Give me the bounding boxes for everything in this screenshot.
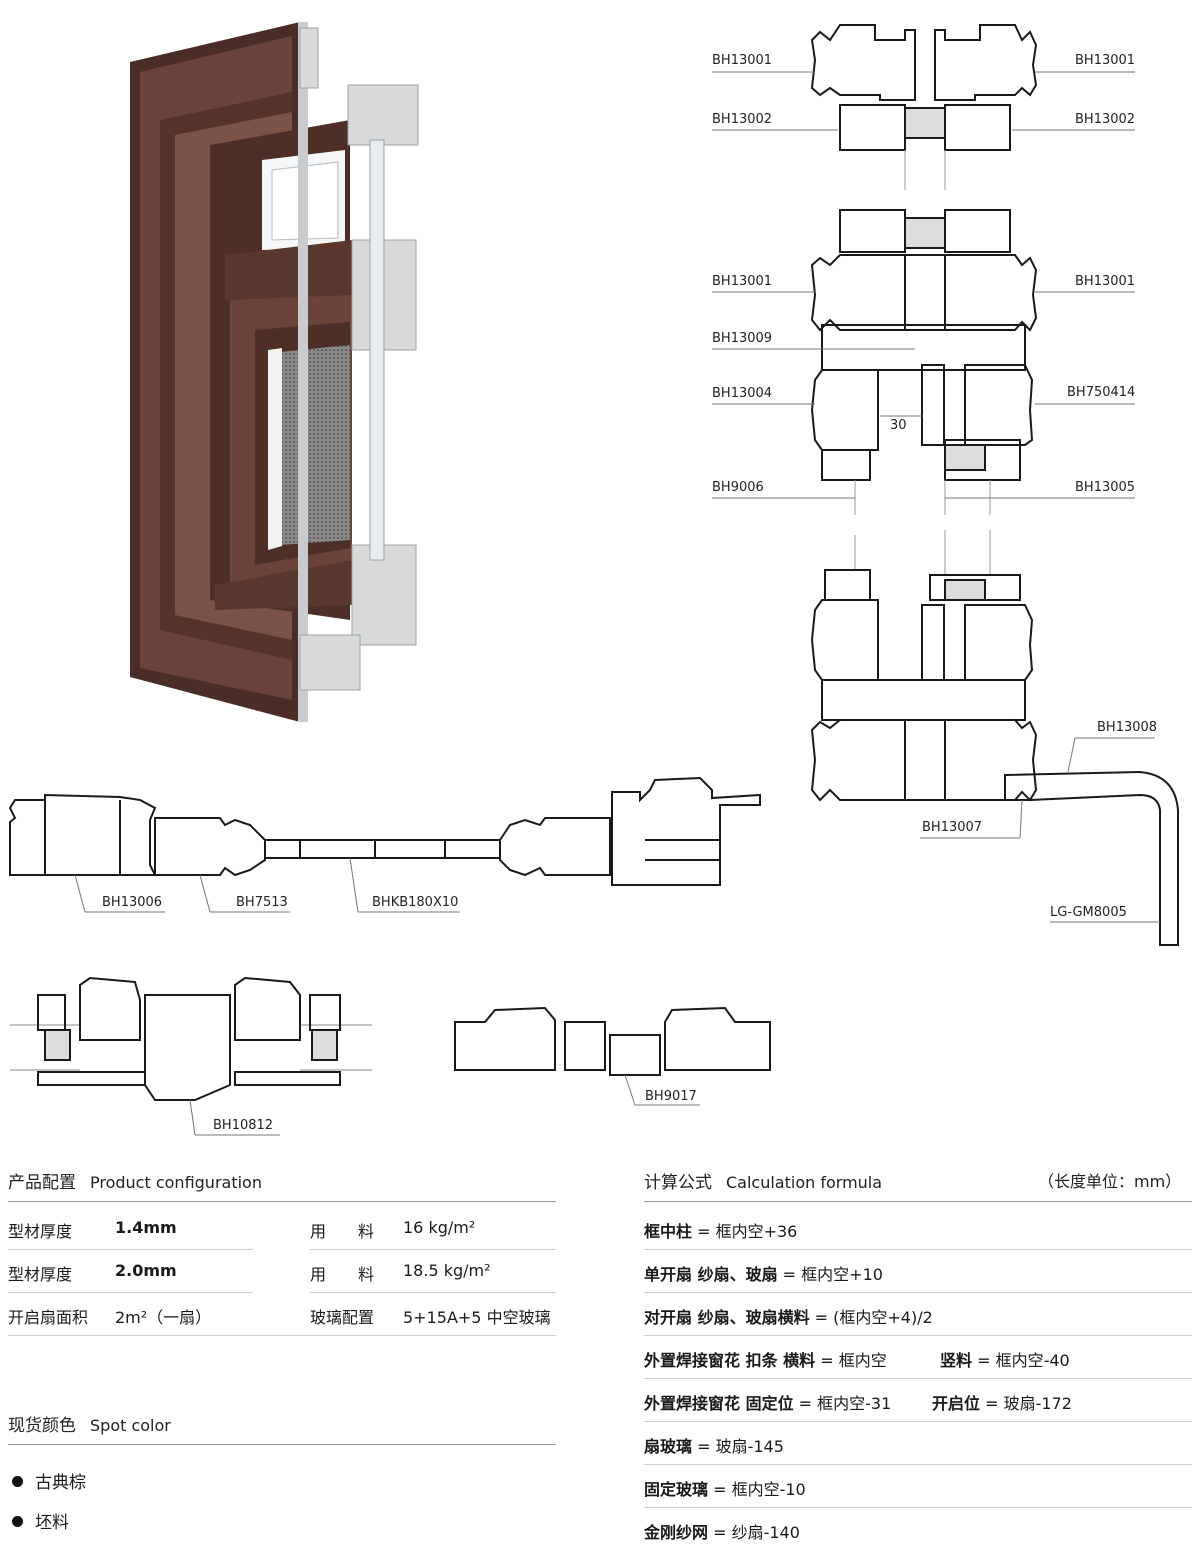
label-bh13009: BH13009	[712, 331, 773, 346]
formula-term: 对开扇 纱扇、玻扇横料	[644, 1308, 810, 1327]
config-row-2-key2: 用 料	[310, 1265, 375, 1284]
label-bh13006: BH13006	[102, 895, 163, 910]
config-row-3-value: 2m²（一扇）	[115, 1308, 212, 1327]
formula-row-4: 外置焊接窗花 扣条 横料 = 框内空	[644, 1347, 887, 1371]
config-row-rule	[8, 1249, 253, 1250]
label-bh750414: BH750414	[1067, 385, 1136, 400]
formula-term: 单开扇 纱扇、玻扇	[644, 1265, 778, 1284]
bullet-icon	[12, 1516, 23, 1527]
label-bh9006: BH9006	[712, 480, 764, 495]
formula-row-rule	[644, 1464, 1192, 1465]
formula-expr: = (框内空+4)/2	[809, 1308, 933, 1327]
label-bh13002-r: BH13002	[1075, 112, 1136, 127]
label-bh13001-tl: BH13001	[712, 53, 773, 68]
color-title-en: Spot color	[90, 1416, 171, 1435]
config-row-3-value2: 5+15A+5 中空玻璃	[403, 1308, 551, 1327]
formula-row-rule	[644, 1378, 1192, 1379]
config-row-1-key2: 用 料	[310, 1222, 375, 1241]
formula-expr: = 纱扇-140	[708, 1523, 800, 1542]
label-bh13001-mr: BH13001	[1075, 274, 1136, 289]
config-row-2-key: 型材厚度	[8, 1265, 73, 1284]
bottom-section	[10, 976, 372, 1101]
formula-row-5: 外置焊接窗花 固定位 = 框内空-31	[644, 1390, 891, 1414]
label-bh7513: BH7513	[236, 895, 288, 910]
formula-expr: = 框内空-40	[972, 1351, 1070, 1370]
color-title-cn: 现货颜色	[8, 1416, 76, 1436]
formula-expr: = 框内空+10	[777, 1265, 883, 1284]
formula-term: 外置焊接窗花 扣条 横料	[644, 1351, 816, 1370]
label-bhkb180x10: BHKB180X10	[372, 895, 459, 910]
formula-row-rule	[644, 1335, 1192, 1336]
formula-unit: （长度单位：mm）	[1038, 1172, 1182, 1191]
color-item-label: 古典棕	[35, 1473, 86, 1493]
formula-expr: = 框内空	[815, 1351, 887, 1370]
bh9017-section	[454, 1006, 771, 1076]
formula-row-3: 对开扇 纱扇、玻扇横料 = (框内空+4)/2	[644, 1304, 933, 1328]
label-bh13004: BH13004	[712, 386, 773, 401]
formula-term: 框中柱	[644, 1222, 693, 1241]
formula-term: 固定玻璃	[644, 1480, 709, 1499]
color-rule	[8, 1444, 556, 1445]
formula-expr: = 玻扇-172	[980, 1394, 1072, 1413]
formula-term: 开启位	[932, 1394, 981, 1413]
formula-term: 竖料	[940, 1351, 973, 1370]
formula-term: 外置焊接窗花 固定位	[644, 1394, 794, 1413]
color-item-blank: 坯料	[12, 1508, 69, 1533]
config-row-3-key2: 玻璃配置	[310, 1308, 375, 1327]
config-row-rule	[310, 1292, 556, 1293]
label-bh13008: BH13008	[1097, 720, 1158, 735]
config-row-rule	[8, 1335, 556, 1336]
dimension-30: 30	[890, 418, 907, 433]
label-bh13001-tr: BH13001	[1075, 53, 1136, 68]
config-row-1-value: 1.4mm	[115, 1218, 177, 1237]
formula-row-rule	[644, 1292, 1192, 1293]
formula-term: 金刚纱网	[644, 1523, 709, 1542]
vertical-section	[810, 24, 1179, 946]
formula-row-4-b: 竖料 = 框内空-40	[940, 1347, 1070, 1371]
formula-row-7: 固定玻璃 = 框内空-10	[644, 1476, 806, 1500]
horizontal-section	[8, 776, 761, 886]
config-title: 产品配置 Product configuration	[8, 1168, 262, 1193]
formula-row-1: 框中柱 = 框内空+36	[644, 1218, 797, 1242]
formula-expr: = 框内空-10	[708, 1480, 806, 1499]
formula-row-rule	[644, 1421, 1192, 1422]
label-bh13002-l: BH13002	[712, 112, 773, 127]
formula-expr: = 框内空-31	[793, 1394, 892, 1413]
config-row-1-value2: 16 kg/m²	[403, 1218, 476, 1237]
formula-row-rule	[644, 1507, 1192, 1508]
label-bh9017: BH9017	[645, 1089, 697, 1104]
formula-row-8: 金刚纱网 = 纱扇-140	[644, 1519, 800, 1543]
formula-title-cn: 计算公式	[644, 1173, 712, 1193]
window-render	[130, 22, 419, 722]
formula-row-rule	[644, 1249, 1192, 1250]
formula-title: 计算公式 Calculation formula	[644, 1168, 882, 1193]
config-row-2-value: 2.0mm	[115, 1261, 177, 1280]
config-row-2-value2: 18.5 kg/m²	[403, 1261, 491, 1280]
config-row-1-key: 型材厚度	[8, 1222, 73, 1241]
label-lg-gm8005: LG-GM8005	[1050, 905, 1127, 920]
bullet-icon	[12, 1476, 23, 1487]
config-title-en: Product configuration	[90, 1173, 262, 1192]
config-title-cn: 产品配置	[8, 1173, 76, 1193]
formula-row-5-b: 开启位 = 玻扇-172	[932, 1390, 1072, 1414]
config-row-rule	[310, 1249, 556, 1250]
config-row-3-key: 开启扇面积	[8, 1308, 89, 1327]
formula-expr: = 框内空+36	[692, 1222, 798, 1241]
formula-row-2: 单开扇 纱扇、玻扇 = 框内空+10	[644, 1261, 883, 1285]
label-bh10812: BH10812	[213, 1118, 274, 1133]
color-item-label: 坯料	[35, 1513, 69, 1533]
color-title: 现货颜色 Spot color	[8, 1411, 171, 1436]
label-bh13001-ml: BH13001	[712, 274, 773, 289]
formula-title-en: Calculation formula	[726, 1173, 883, 1192]
formula-term: 扇玻璃	[644, 1437, 693, 1456]
color-item-classic-brown: 古典棕	[12, 1468, 86, 1493]
config-row-rule	[8, 1292, 253, 1293]
formula-expr: = 玻扇-145	[692, 1437, 784, 1456]
config-rule	[8, 1201, 556, 1202]
label-bh13005: BH13005	[1075, 480, 1136, 495]
formula-row-6: 扇玻璃 = 玻扇-145	[644, 1433, 784, 1457]
label-bh13007: BH13007	[922, 820, 983, 835]
formula-rule	[644, 1201, 1192, 1202]
